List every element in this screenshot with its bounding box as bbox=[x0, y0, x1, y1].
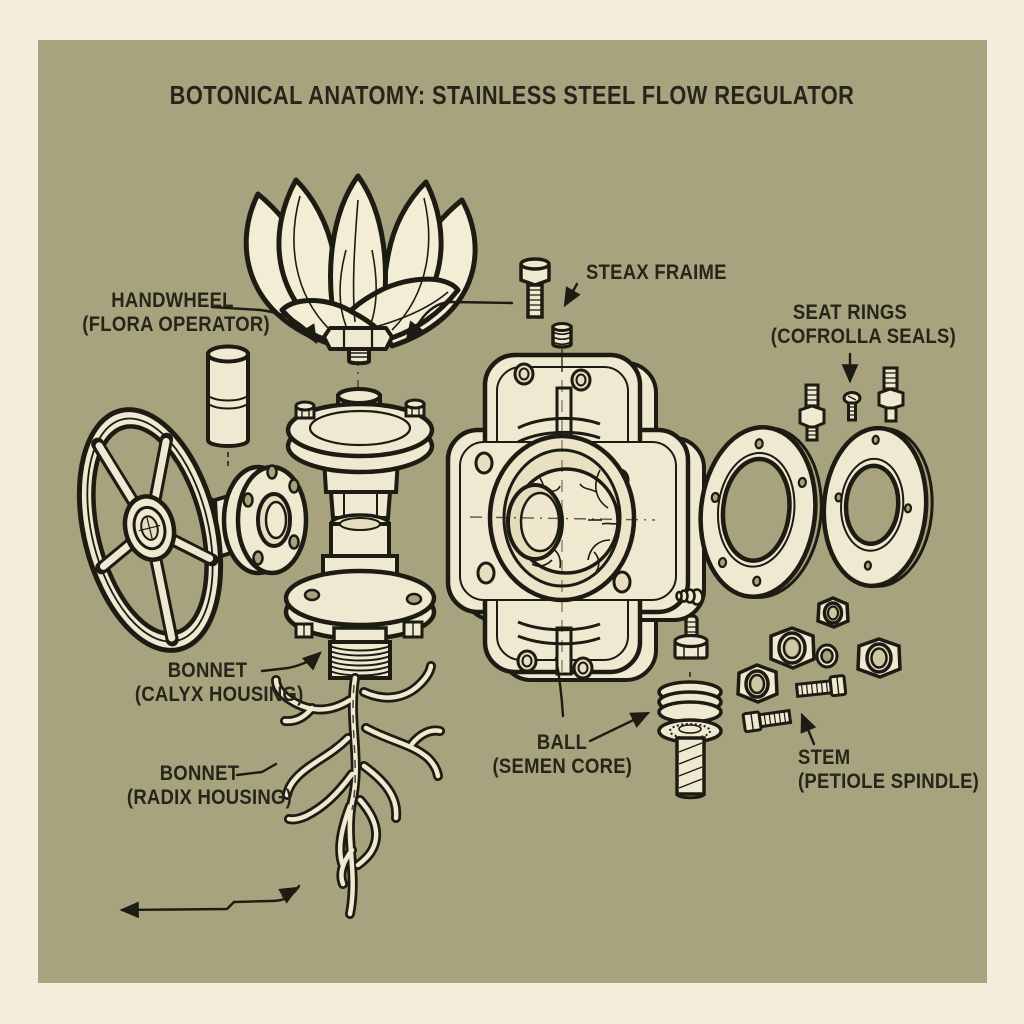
leader-flower-right bbox=[405, 300, 514, 341]
spacer-cylinder-icon bbox=[206, 344, 250, 468]
label-steax-fraime-line1: STEAX FRAIME bbox=[586, 261, 727, 284]
label-ball: BALL (SEMEN CORE) bbox=[492, 731, 631, 779]
hex-nut-icons bbox=[736, 596, 902, 704]
label-bonnet-radix-line2: (RADIX HOUSING) bbox=[126, 786, 293, 809]
vertical-bolt-icon bbox=[673, 614, 709, 660]
dimension-arrow-head bbox=[278, 886, 300, 904]
seed-core-cracks bbox=[531, 469, 621, 573]
valve-body-housing-icon bbox=[445, 352, 706, 682]
leader-steax-fraime bbox=[563, 282, 581, 308]
washer-icon bbox=[815, 643, 839, 669]
leader-ball-line bbox=[554, 656, 565, 718]
seat-ring-left-icon bbox=[698, 425, 823, 599]
leader-lines bbox=[119, 282, 859, 919]
label-seat-rings: SEAT RINGS (COFROLLA SEALS) bbox=[770, 301, 957, 349]
label-stem: STEM (PETIOLE SPINDLE) bbox=[798, 746, 979, 794]
label-bonnet-calyx-line2: (CALYX HOUSING) bbox=[134, 683, 304, 706]
label-ball-line2: (SEMEN CORE) bbox=[492, 755, 633, 778]
stem-spindle-with-washers-icon bbox=[657, 672, 723, 800]
seat-ring-right-icon bbox=[821, 425, 934, 589]
diagram-title: BOTONICAL ANATOMY: STAINLESS STEEL FLOW … bbox=[169, 80, 855, 110]
leader-handwheel bbox=[210, 305, 318, 345]
bonnet-flange-column-icon bbox=[283, 387, 437, 644]
label-steax-fraime: STEAX FRAIME bbox=[586, 261, 727, 285]
grub-screw-icon bbox=[675, 588, 704, 606]
label-ball-line1: BALL bbox=[536, 731, 588, 754]
label-bonnet-radix-line1: BONNET bbox=[159, 762, 240, 785]
five-spoke-handwheel-icon bbox=[76, 407, 224, 653]
label-seat-rings-line1: SEAT RINGS bbox=[792, 301, 908, 324]
hex-bolt-top-icon bbox=[519, 257, 551, 319]
label-handwheel-line2: (FLORA OPERATOR) bbox=[82, 313, 270, 336]
leader-stem bbox=[800, 712, 817, 746]
machine-screw-icon bbox=[842, 391, 862, 422]
root-system-icon bbox=[271, 661, 445, 919]
label-handwheel: HANDWHEEL (FLORA OPERATOR) bbox=[82, 289, 270, 337]
leader-ball-arrow bbox=[588, 711, 651, 743]
leader-bonnet-calyx bbox=[260, 651, 322, 673]
lying-bolt-icon bbox=[794, 674, 848, 699]
label-bonnet-calyx: BONNET (CALYX HOUSING) bbox=[134, 659, 304, 707]
dimension-arrow bbox=[119, 884, 301, 919]
label-seat-rings-line2: (COFROLLA SEALS) bbox=[770, 325, 957, 348]
threaded-plug-icon bbox=[551, 322, 573, 372]
threaded-bonnet-neck-icon bbox=[328, 640, 392, 680]
label-stem-line2: (PETIOLE SPINDLE) bbox=[798, 770, 980, 793]
bolt-with-nut-icon bbox=[877, 366, 905, 423]
label-stem-line1: STEM bbox=[798, 746, 851, 769]
label-bonnet-calyx-line1: BONNET bbox=[167, 659, 248, 682]
lotus-flower-handwheel-icon bbox=[243, 173, 478, 366]
leader-bonnet-radix bbox=[235, 762, 278, 777]
label-bonnet-radix: BONNET (RADIX HOUSING) bbox=[126, 762, 293, 810]
label-handwheel-line1: HANDWHEEL bbox=[111, 289, 234, 312]
stud-with-nut-icon bbox=[798, 383, 826, 442]
lying-bolt-icon bbox=[741, 708, 793, 734]
